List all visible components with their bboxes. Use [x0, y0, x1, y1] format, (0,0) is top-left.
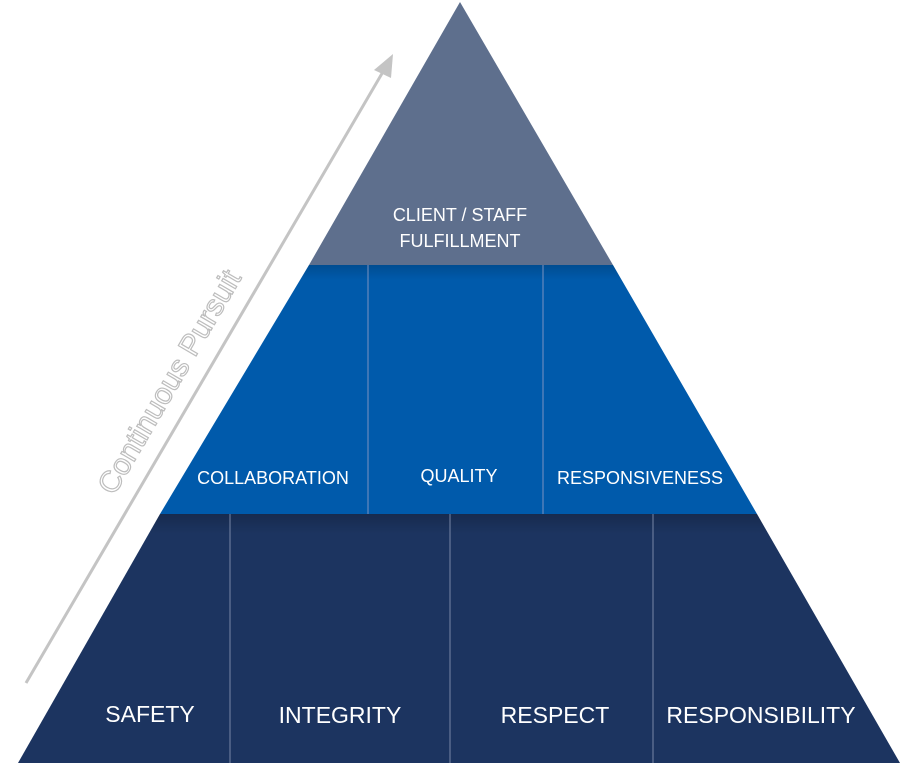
label-quality: QUALITY: [420, 466, 497, 486]
middle-tier-labels: COLLABORATION QUALITY RESPONSIVENESS: [197, 466, 723, 488]
base-tier-shade: [18, 514, 900, 763]
label-respect: RESPECT: [501, 702, 610, 728]
arrow-shaft: [24, 69, 386, 684]
top-label-line-1: CLIENT / STAFF: [393, 205, 527, 225]
label-responsiveness: RESPONSIVENESS: [557, 468, 723, 488]
arrow-head: [374, 54, 393, 78]
middle-tier-dividers: [367, 265, 544, 514]
middle-tier-shade: [160, 265, 757, 514]
top-label-line-2: FULFILLMENT: [399, 231, 520, 251]
label-integrity: INTEGRITY: [279, 702, 402, 728]
base-tier-labels: SAFETY INTEGRITY RESPECT RESPONSIBILITY: [105, 701, 855, 728]
top-tier: [309, 2, 613, 265]
label-safety: SAFETY: [105, 701, 194, 727]
label-collaboration: COLLABORATION: [197, 468, 349, 488]
label-responsibility: RESPONSIBILITY: [666, 702, 855, 728]
base-tier-dividers: [229, 514, 654, 763]
top-tier-label: CLIENT / STAFF FULFILLMENT: [393, 205, 527, 251]
